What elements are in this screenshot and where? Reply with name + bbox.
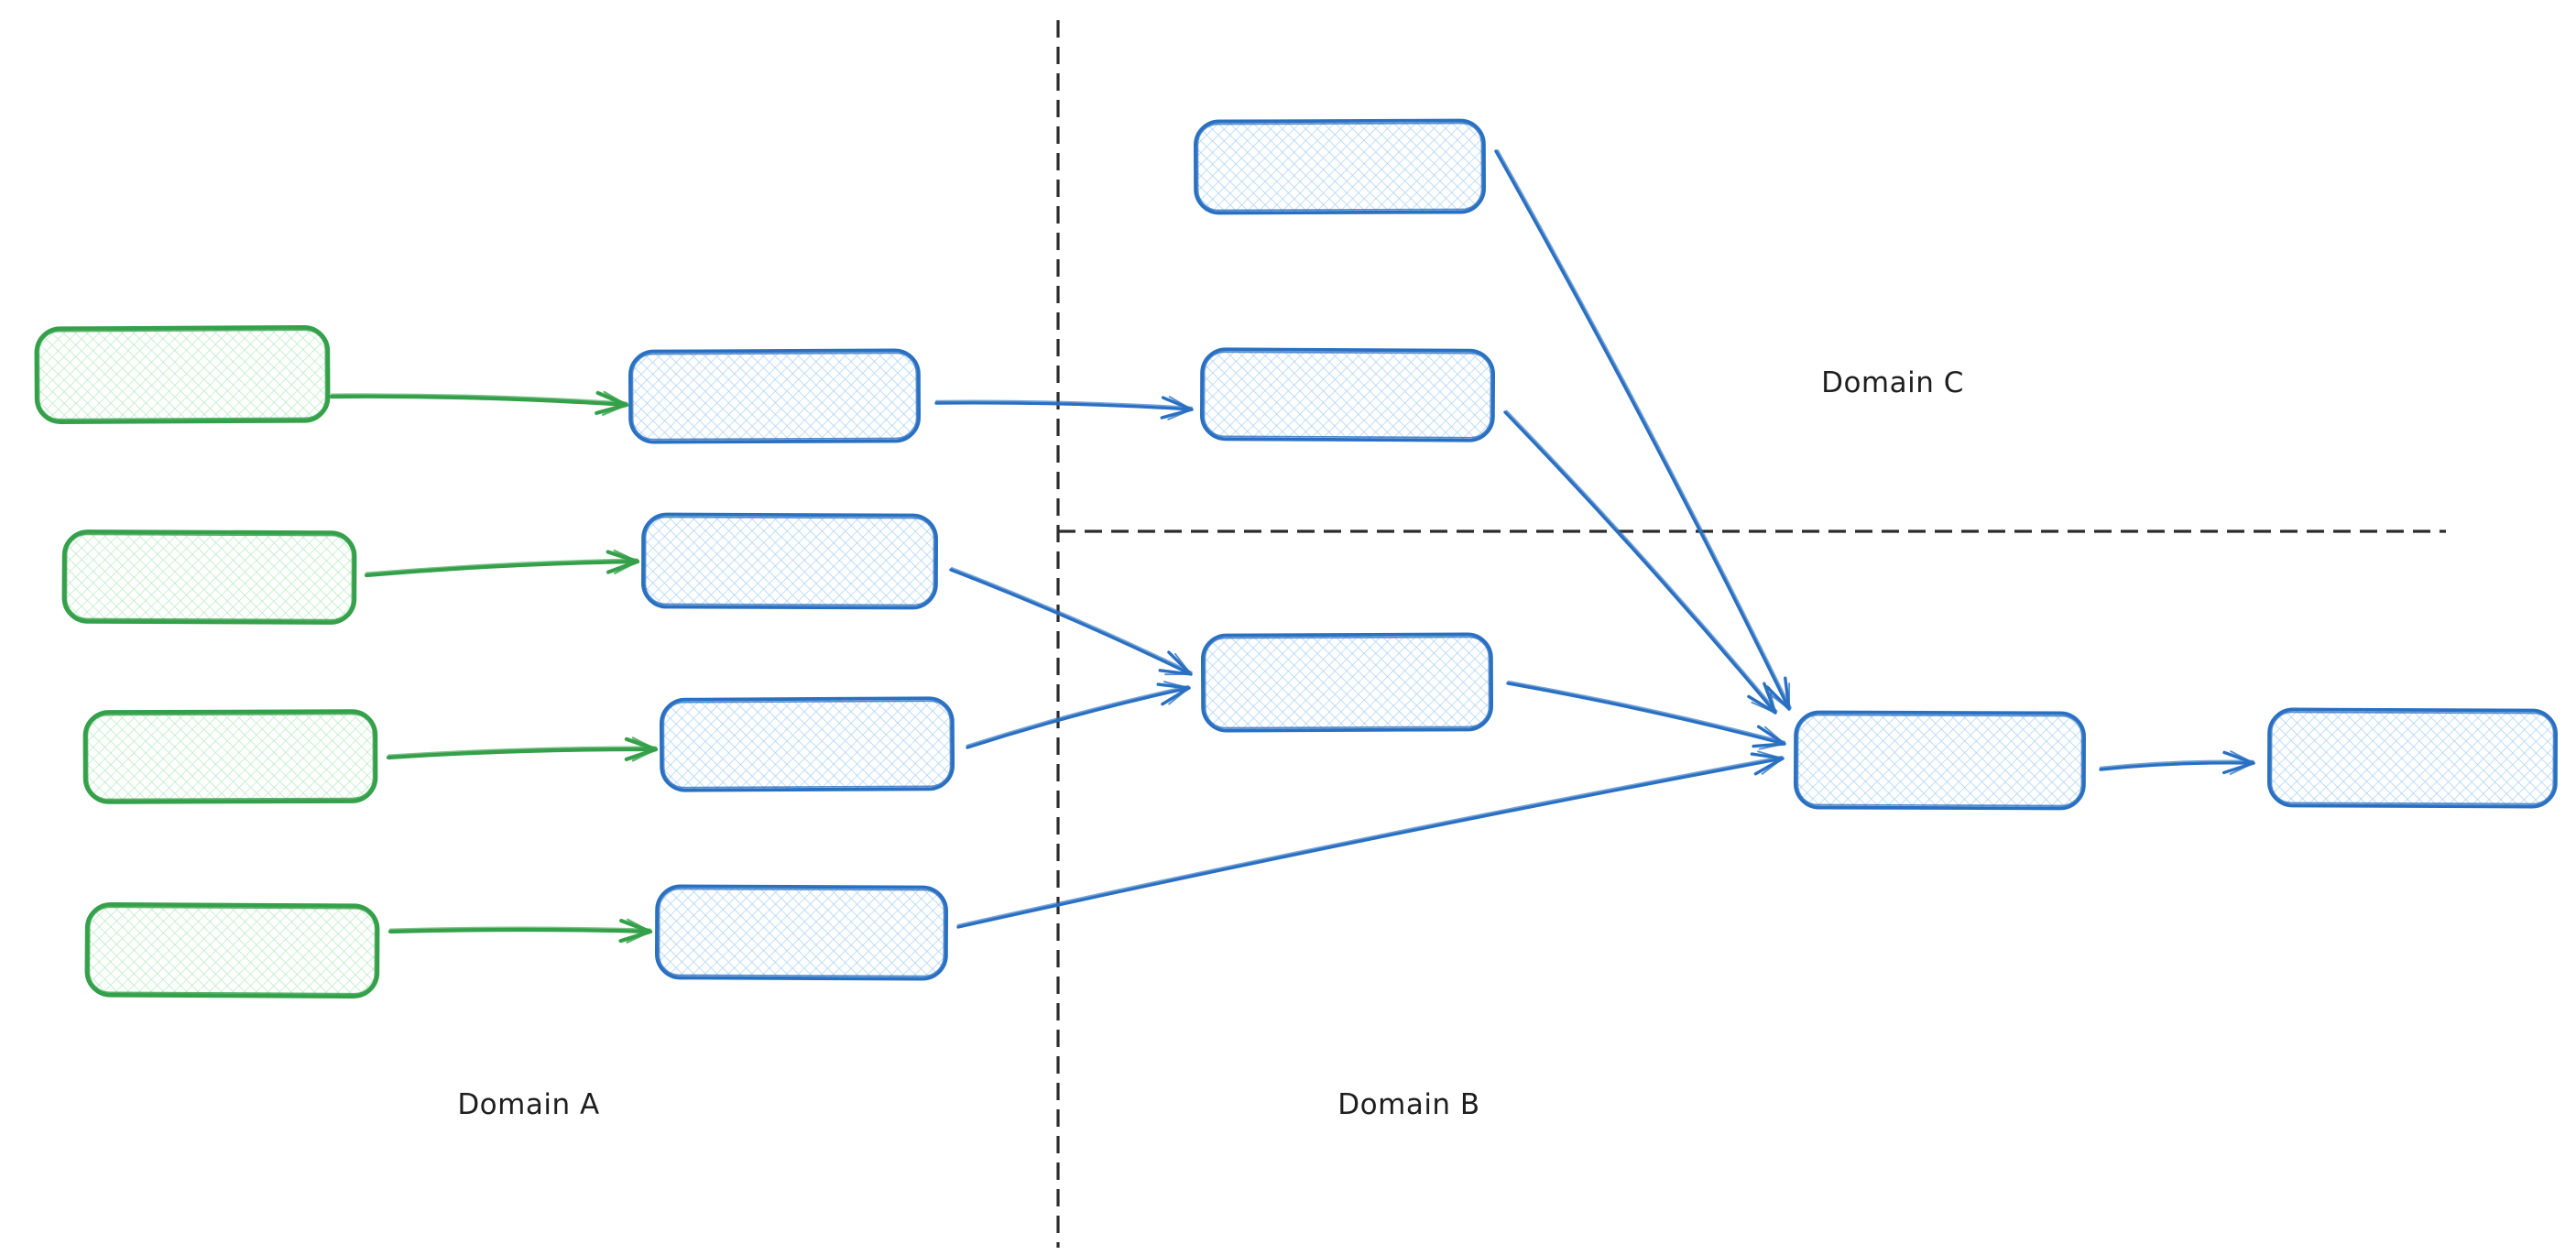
edges-layer: [329, 149, 2255, 944]
node-source-4: [84, 902, 380, 999]
edge-domain-c-box-1-to-merge-box: [1494, 149, 1792, 711]
edge-domain-b-hub-to-merge-box: [1506, 680, 1786, 750]
edge-stage-1-to-domain-c-box-2: [934, 396, 1194, 420]
node-domain-b-hub: [1200, 632, 1494, 733]
edge-domain-c-box-2-to-merge-box: [1503, 409, 1778, 715]
edge-source-4-to-stage-4: [387, 918, 653, 944]
edge-stage-2-to-domain-b-hub: [949, 566, 1193, 676]
edge-source-2-to-stage-2: [364, 549, 640, 578]
node-stage-3: [659, 696, 955, 792]
domain-a-label: Domain A: [457, 1088, 599, 1121]
node-source-3: [82, 709, 378, 804]
edge-source-1-to-stage-1: [329, 390, 629, 416]
node-stage-1: [628, 348, 922, 444]
nodes-layer: [34, 118, 2559, 999]
labels-layer: Domain A Domain B Domain C: [457, 366, 1964, 1121]
domain-separators: [1056, 20, 2446, 1248]
node-stage-4: [654, 884, 949, 981]
node-domain-c-box-1: [1194, 118, 1486, 215]
edge-stage-4-to-merge-box: [956, 750, 1785, 929]
edge-stage-3-to-domain-b-hub: [966, 681, 1191, 749]
node-source-1: [34, 325, 331, 424]
edge-source-3-to-stage-3: [386, 737, 659, 762]
domain-c-label: Domain C: [1821, 366, 1964, 399]
domain-b-label: Domain B: [1337, 1088, 1479, 1121]
edge-merge-box-to-output-box: [2099, 750, 2255, 775]
node-merge-box: [1794, 710, 2086, 811]
node-source-2: [61, 529, 357, 625]
node-output-box: [2266, 707, 2559, 809]
node-domain-c-box-2: [1199, 347, 1496, 442]
node-stage-2: [641, 512, 938, 610]
